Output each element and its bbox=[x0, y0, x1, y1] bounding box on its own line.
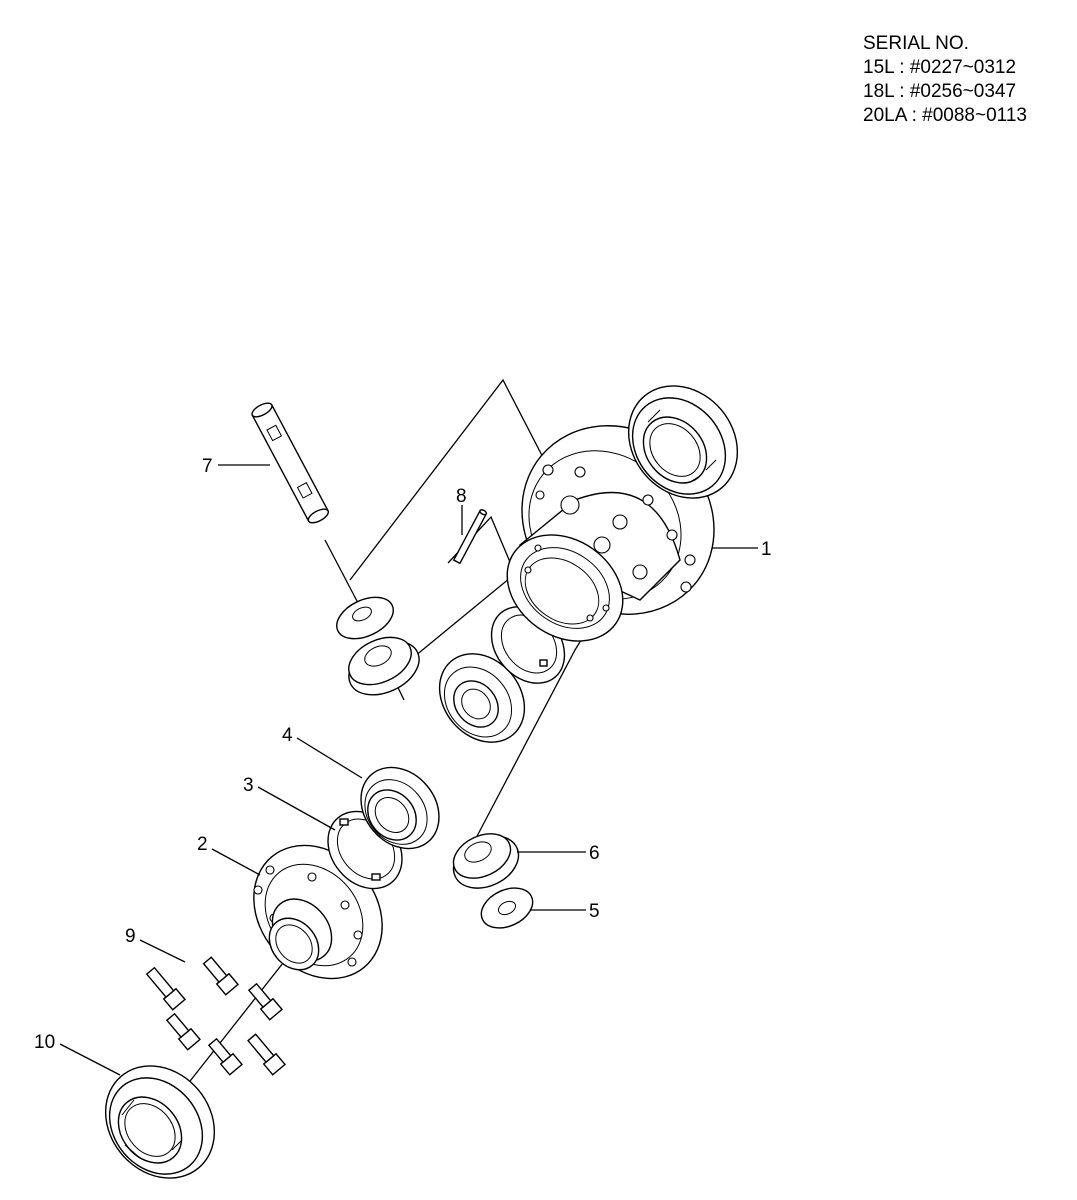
callout-9: 9 bbox=[125, 926, 136, 947]
serial-line-20la: 20LA : #0088~0113 bbox=[863, 105, 1027, 126]
callout-8: 8 bbox=[456, 486, 467, 507]
callout-1: 1 bbox=[761, 539, 772, 560]
serial-heading: SERIAL NO. bbox=[863, 33, 969, 54]
upper-bearing bbox=[627, 385, 739, 499]
callout-10: 10 bbox=[34, 1032, 55, 1053]
upper-washer bbox=[336, 596, 394, 640]
part-8-roll-pin bbox=[452, 509, 488, 565]
part-5-washer bbox=[480, 887, 534, 929]
callout-leaders bbox=[59, 464, 758, 1076]
callout-5: 5 bbox=[589, 901, 600, 922]
part-4-side-gear bbox=[360, 766, 440, 850]
upper-pinion-gear bbox=[348, 636, 420, 696]
callout-7: 7 bbox=[202, 456, 213, 477]
callout-labels: 1 2 3 4 5 6 7 8 9 10 bbox=[34, 456, 772, 1053]
callout-6: 6 bbox=[589, 843, 600, 864]
part-6-pinion-gear bbox=[452, 833, 520, 889]
bolt bbox=[247, 982, 283, 1021]
bolt bbox=[145, 966, 186, 1011]
part-7-pinion-shaft bbox=[251, 402, 330, 524]
part-9-bolts bbox=[145, 956, 286, 1076]
part-10-bearing bbox=[104, 1065, 216, 1179]
bolt bbox=[247, 1033, 286, 1076]
serial-line-15l: 15L : #0227~0312 bbox=[863, 57, 1017, 78]
upper-side-gear bbox=[438, 653, 526, 743]
callout-2: 2 bbox=[197, 834, 208, 855]
serial-number-block: SERIAL NO. 15L : #0227~0312 18L : #0256~… bbox=[863, 32, 1027, 128]
callout-3: 3 bbox=[243, 775, 254, 796]
bolt bbox=[202, 956, 239, 996]
callout-4: 4 bbox=[282, 725, 293, 746]
bolt bbox=[165, 1012, 201, 1051]
serial-line-18l: 18L : #0256~0347 bbox=[863, 81, 1017, 102]
bolt bbox=[207, 1037, 243, 1076]
